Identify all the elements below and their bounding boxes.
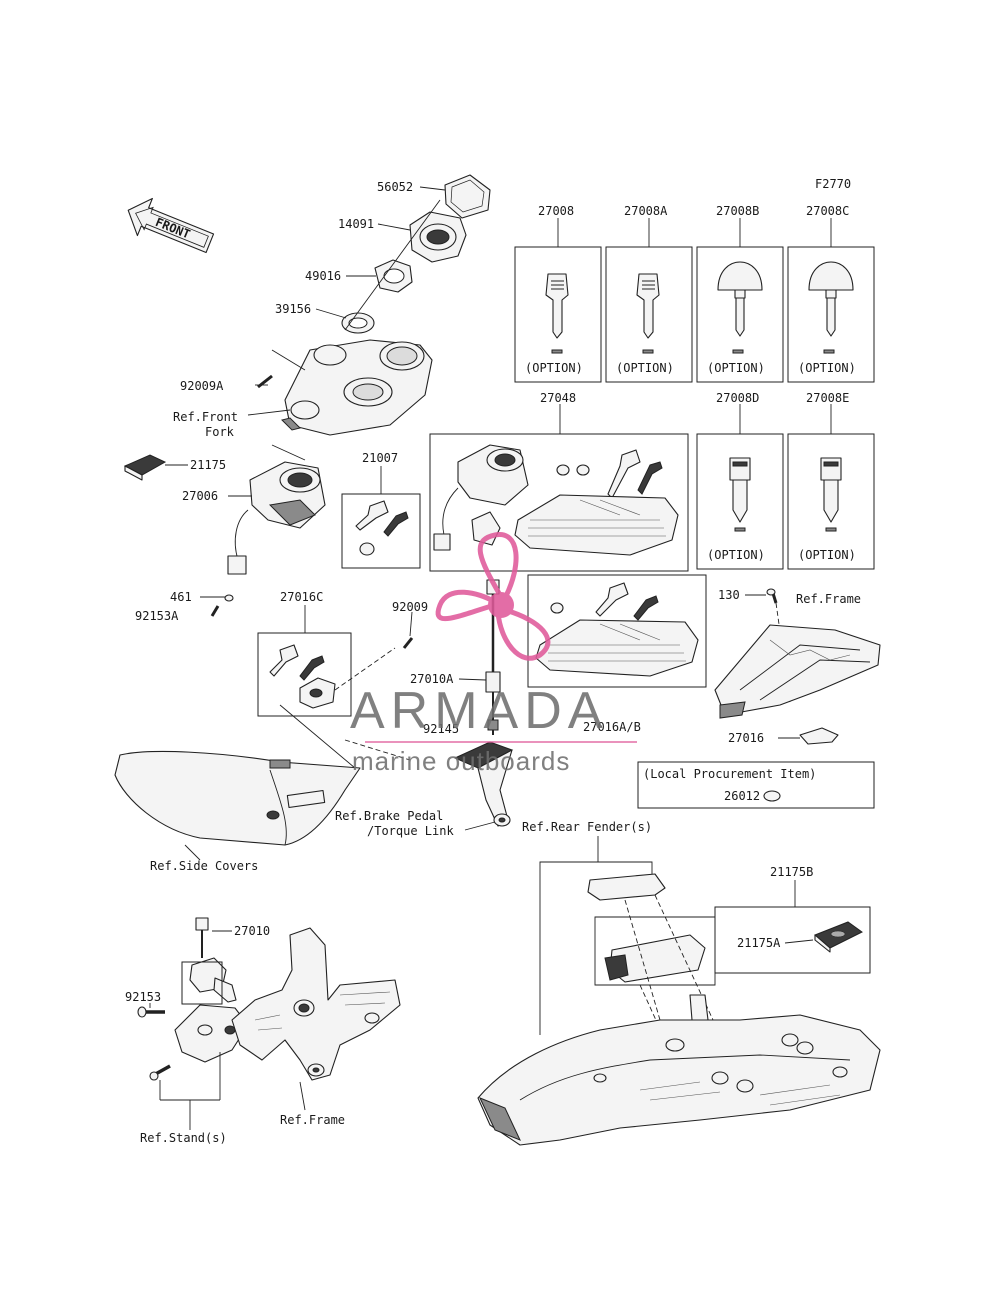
propeller-logo-icon	[435, 532, 551, 661]
key-box-27008: (OPTION)	[514, 218, 602, 383]
key-box-27008E: (OPTION)	[787, 404, 875, 570]
transponder-21175	[123, 454, 167, 481]
label-92009A: 92009A	[180, 379, 224, 393]
local-procurement-title: (Local Procurement Item)	[643, 767, 816, 781]
label-ref-front-fork-1: Ref.Front	[173, 410, 238, 424]
ring-49016	[374, 259, 413, 293]
label-ref-brake-1: Ref.Brake Pedal	[335, 809, 443, 823]
label-49016: 49016	[305, 269, 341, 283]
figure-code: F2770	[815, 177, 851, 191]
key-box-27008A: (OPTION)	[605, 218, 693, 383]
option-27008E: (OPTION)	[798, 548, 856, 562]
label-ref-frame-bottom: Ref.Frame	[280, 1113, 345, 1127]
cap-56052	[444, 174, 491, 219]
label-27008D: 27008D	[716, 391, 759, 405]
label-ref-stands: Ref.Stand(s)	[140, 1131, 227, 1145]
label-130: 130	[718, 588, 740, 602]
label-27006: 27006	[182, 489, 218, 503]
option-27008D: (OPTION)	[707, 548, 765, 562]
key-box-27008C: (OPTION)	[787, 218, 875, 383]
label-27010: 27010	[234, 924, 270, 938]
label-ref-frame-top: Ref.Frame	[796, 592, 861, 606]
armada-watermark: ARMADA marine outboards	[350, 532, 637, 776]
ecu-module	[604, 934, 706, 983]
option-27008A: (OPTION)	[616, 361, 674, 375]
label-21175A: 21175A	[737, 936, 781, 950]
bolt-92009A	[257, 374, 273, 389]
bolt-92153A	[210, 605, 220, 617]
label-56052: 56052	[377, 180, 413, 194]
label-27048: 27048	[540, 391, 576, 405]
ignition-switch-27006	[227, 461, 326, 575]
label-92153: 92153	[125, 990, 161, 1004]
key-box-27016C	[257, 605, 352, 717]
bolt-92145	[487, 719, 499, 731]
label-27008C: 27008C	[806, 204, 849, 218]
local-procurement-box: (Local Procurement Item) 26012	[637, 761, 875, 809]
key-box-27008B: (OPTION)	[696, 218, 784, 383]
bolt-92009	[402, 637, 414, 649]
transponder-21175A	[814, 921, 863, 953]
label-ref-rear-fender: Ref.Rear Fender(s)	[522, 820, 652, 834]
frame-top-right	[714, 624, 881, 719]
label-27016AB: 27016A/B	[583, 720, 641, 734]
bolt-92153	[137, 1006, 165, 1018]
label-ref-front-fork-2: Fork	[205, 425, 235, 439]
bolt-130	[766, 588, 778, 604]
housing-14091	[409, 211, 467, 263]
bracket-fender	[587, 873, 666, 901]
label-461: 461	[170, 590, 192, 604]
label-26012: 26012	[724, 789, 760, 803]
brake-pedal	[453, 741, 514, 827]
front-arrow-icon: FRONT	[127, 197, 215, 254]
option-27008: (OPTION)	[525, 361, 583, 375]
label-27016: 27016	[728, 731, 764, 745]
label-92153A: 92153A	[135, 609, 179, 623]
front-fork-clamp	[281, 339, 433, 436]
label-14091: 14091	[338, 217, 374, 231]
rear-fender-tray	[477, 994, 881, 1146]
label-21175B: 21175B	[770, 865, 813, 879]
label-ref-side-covers: Ref.Side Covers	[150, 859, 258, 873]
label-92145: 92145	[423, 722, 459, 736]
ring-39156	[341, 312, 375, 334]
option-27008C: (OPTION)	[798, 361, 856, 375]
label-39156: 39156	[275, 302, 311, 316]
watermark-brand: ARMADA	[350, 682, 608, 740]
label-21007: 21007	[362, 451, 398, 465]
label-27008B: 27008B	[716, 204, 759, 218]
label-ref-brake-2: /Torque Link	[367, 824, 454, 838]
label-27008: 27008	[538, 204, 574, 218]
label-27016C: 27016C	[280, 590, 323, 604]
label-27008E: 27008E	[806, 391, 849, 405]
bracket-27016	[799, 727, 839, 745]
label-27008A: 27008A	[624, 204, 668, 218]
kit-box-27016AB	[527, 574, 707, 688]
stand-bracket	[149, 1004, 249, 1081]
label-27010A: 27010A	[410, 672, 454, 686]
option-27008B: (OPTION)	[707, 361, 765, 375]
kit-box-27048	[429, 404, 689, 572]
key-box-27008D: (OPTION)	[696, 404, 784, 570]
washer-461	[224, 594, 234, 602]
label-92009: 92009	[392, 600, 428, 614]
key-box-21007	[341, 466, 421, 569]
watermark-tagline: marine outboards	[352, 746, 570, 776]
side-cover	[114, 750, 361, 846]
label-21175: 21175	[190, 458, 226, 472]
frame-bottom	[231, 927, 401, 1081]
